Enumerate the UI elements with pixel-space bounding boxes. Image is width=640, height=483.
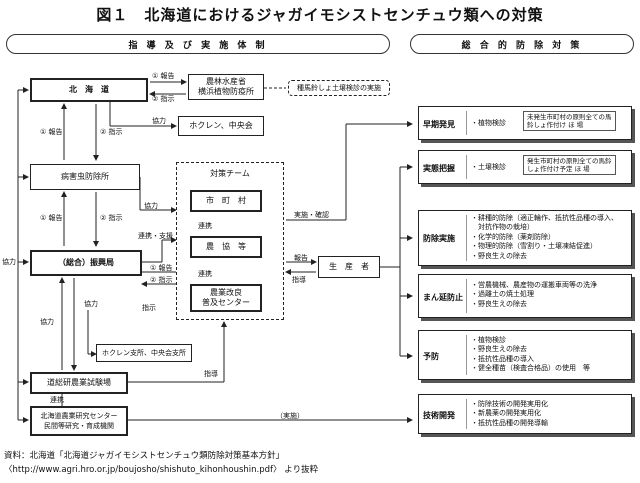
- measure-spread-prevention: まん延防止 ・営農機械、農産物の運搬車両等の洗浄 ・過離土の焼土処理 ・野良生え…: [418, 274, 632, 318]
- measure-item: ・物理的防除（雪割り・土壌凍結促進）: [471, 242, 597, 251]
- label-instruct-top: ② 指示: [152, 95, 175, 103]
- label-link-center: 連携: [50, 396, 64, 404]
- measure-survey: 実態把握 ・土壌検診 発生市町村の原則全ての馬鈴 しょ作付け予定 ほ 場: [418, 150, 632, 184]
- label-link-town: 連携: [198, 222, 212, 230]
- label-instruct-bureau: ② 指示: [100, 214, 123, 222]
- measure-item: ・健全種苗（検査合格品）の使用 等: [471, 364, 590, 373]
- header-right: 総 合 的 防 除 対 策: [410, 34, 634, 54]
- header-left: 指 導 及 び 実 施 体 制: [6, 34, 390, 54]
- extension-box: 農業改良 普及センター: [190, 284, 262, 312]
- measure-divider: [466, 155, 467, 179]
- measure-item: ・防除技術の開発実用化: [471, 400, 548, 408]
- label-guidance: 指導: [204, 370, 218, 378]
- source-note: 資料：北海道「北海道ジャガイモシストセンチュウ類防除対策基本方針」 〈http:…: [4, 449, 318, 477]
- measure-title: 早期発見: [423, 120, 455, 129]
- measure-item: ・抵抗性品種の開発導輸: [471, 418, 548, 427]
- measure-item: ・抵抗性品種の導入: [471, 354, 534, 363]
- measure-note: 発生市町村の原則全ての馬鈴 しょ作付け予定 ほ 場: [523, 155, 616, 175]
- label-report-top: ① 報告: [152, 72, 175, 80]
- measure-divider: [466, 335, 467, 375]
- potato-check-box: 種馬鈴しょ土壌検診の実施: [288, 80, 390, 96]
- measure-tech-development: 技術開発 ・防除技術の開発実用化 ・新農薬の開発実用化 ・抵抗性品種の開発導輸: [418, 394, 632, 434]
- source-url: 〈http://www.agri.hro.or.jp/boujosho/shis…: [4, 465, 319, 475]
- label-research: （実施）: [276, 412, 304, 420]
- measure-item: ・耕種的防除（適正輪作、抵抗性品種の導入、: [471, 214, 618, 222]
- hokkaido-box: 北 海 道: [30, 78, 148, 102]
- measure-divider: [466, 111, 467, 135]
- measure-item: ・野良生えの除去: [471, 251, 527, 260]
- label-coop-hokuren: 協力: [152, 117, 166, 125]
- label-coop-support: 連携・支援: [138, 232, 173, 240]
- label-guidance-farmer: 指導: [292, 276, 306, 284]
- measure-prevention: 予防 ・植物検診 ・野良生えの除去 ・抵抗性品種の導入 ・健全種苗（検査合格品）…: [418, 330, 632, 380]
- measure-early-detection: 早期発見 ・植物検診 未発生市町村の原則全ての馬 鈴しょ作付け ほ 場: [418, 106, 632, 140]
- measure-title: まん延防止: [423, 293, 463, 302]
- measure-title: 実態把握: [423, 164, 455, 173]
- measure-item: ・野良生えの除去: [471, 345, 527, 354]
- measure-title: 予防: [423, 352, 439, 361]
- hokuren-branch-box: ホクレン支所、中央会支所: [96, 344, 192, 362]
- measure-items: ・土壌検診: [471, 163, 506, 171]
- label-report-pest: ① 報告: [40, 128, 63, 136]
- label-report-bureau: ① 報告: [40, 214, 63, 222]
- label-implement-check: 実施・確認: [294, 211, 329, 219]
- team-title: 対策チーム: [210, 169, 250, 178]
- label-instruct-ext: ② 指示: [150, 276, 173, 284]
- measure-items: ・営農機械、農産物の運搬車両等の洗浄 ・過離土の焼土処理 ・野良生えの除去: [471, 281, 597, 309]
- farmer-box: 生 産 者: [318, 256, 380, 278]
- figure-title: 図１ 北海道におけるジャガイモシストセンチュウ類への対策: [96, 6, 544, 24]
- pest-office-box: 病害虫防除所: [30, 164, 140, 190]
- label-coop-left: 協力: [2, 258, 16, 266]
- hokuren-box: ホクレン、中央会: [178, 116, 264, 136]
- measure-title: 技術開発: [423, 411, 455, 420]
- label-report-ext: ① 報告: [150, 264, 173, 272]
- measure-item: ・化学的防除（薬剤防除）: [471, 232, 555, 241]
- measure-item: ・植物検診: [471, 336, 506, 344]
- label-coop-branch: 協力: [84, 300, 98, 308]
- measure-item: ・営農機械、農産物の運搬車両等の洗浄: [471, 281, 597, 289]
- label-coop-team: 協力: [144, 202, 158, 210]
- center-box: 北海道農業研究センター 民間等研究・育成機関: [30, 406, 128, 436]
- maff-box: 農林水産省 横浜植物防疫所: [188, 74, 264, 100]
- ja-box: 農 協 等: [190, 236, 262, 258]
- measure-divider: [466, 215, 467, 261]
- measure-items: ・防除技術の開発実用化 ・新農薬の開発実用化 ・抵抗性品種の開発導輸: [471, 400, 548, 428]
- measure-items: ・耕種的防除（適正輪作、抵抗性品種の導入、 対抗作物の栽培） ・化学的防除（薬剤…: [471, 214, 618, 261]
- measure-item: ・新農薬の開発実用化: [471, 409, 541, 418]
- bureau-box: （総合）振興局: [30, 250, 142, 276]
- source-line: 資料：北海道「北海道ジャガイモシストセンチュウ類防除対策基本方針」: [4, 451, 285, 461]
- measure-items: ・植物検診 ・野良生えの除去 ・抵抗性品種の導入 ・健全種苗（検査合格品）の使用…: [471, 336, 590, 374]
- measure-divider: [466, 399, 467, 429]
- measure-item: ・野良生えの除去: [471, 299, 527, 308]
- measure-divider: [466, 279, 467, 313]
- measure-title: 防除実施: [423, 234, 455, 243]
- label-link-ext: 連携: [198, 270, 212, 278]
- measure-control: 防除実施 ・耕種的防除（適正輪作、抵抗性品種の導入、 対抗作物の栽培） ・化学的…: [418, 210, 632, 266]
- label-report-farmer: 報告: [294, 254, 308, 262]
- measure-note: 未発生市町村の原則全ての馬 鈴しょ作付け ほ 場: [523, 111, 616, 131]
- station-box: 道総研農業試験場: [30, 372, 128, 394]
- measure-items: ・植物検診: [471, 119, 506, 127]
- label-coop-station: 協力: [40, 318, 54, 326]
- label-instruct-pest: ② 指示: [100, 128, 123, 136]
- label-instruct-lower: 指示: [142, 304, 156, 312]
- measure-item: 対抗作物の栽培）: [471, 223, 534, 232]
- town-box: 市 町 村: [190, 190, 262, 212]
- measure-item: ・過離土の焼土処理: [471, 290, 534, 299]
